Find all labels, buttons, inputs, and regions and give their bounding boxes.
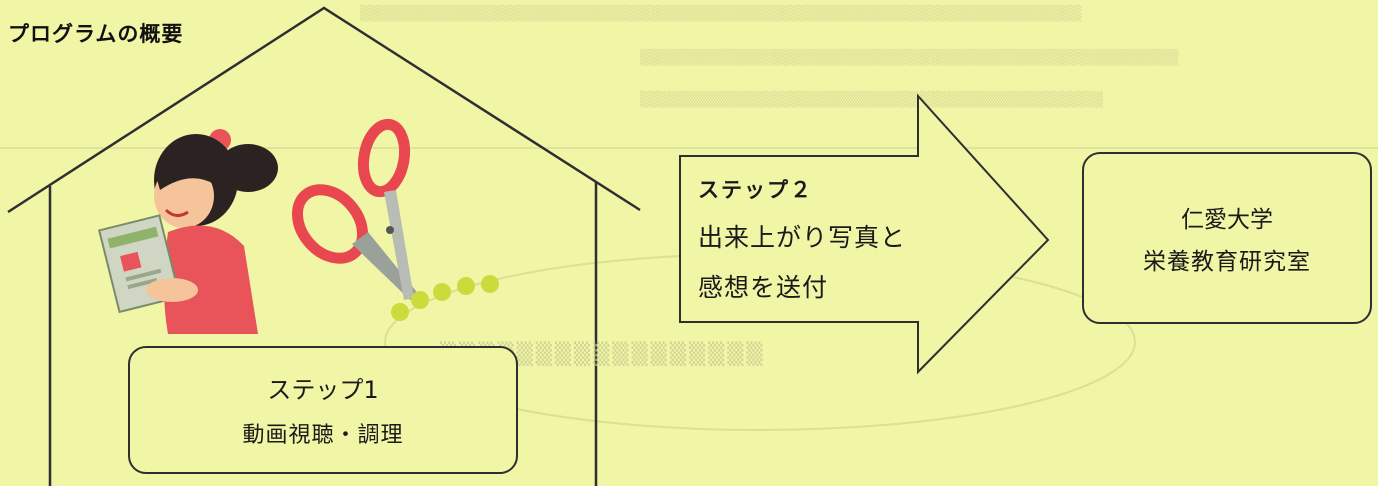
step1-box: ステップ1 動画視聴・調理 [128, 346, 518, 474]
step2-line2: 感想を送付 [698, 273, 829, 302]
step2-line1: 出来上がり写真と [698, 223, 907, 252]
destination-line2: 栄養教育研究室 [1143, 249, 1311, 275]
faint-background-text: ▒▒▒▒▒▒▒▒▒▒▒▒▒▒▒▒▒▒▒▒▒▒▒▒▒▒▒▒▒▒▒▒▒▒▒▒▒▒▒▒… [640, 50, 1179, 66]
step2-label: ステップ２ 出来上がり写真と 感想を送付 [698, 174, 906, 304]
scissors-icon [291, 118, 499, 321]
house-outline-icon [7, 6, 641, 486]
page-title: プログラムの概要 [8, 22, 184, 46]
destination-box: 仁愛大学 栄養教育研究室 [1082, 152, 1372, 324]
faint-background-text: ▒▒▒▒▒▒▒▒▒▒▒▒▒▒▒▒▒▒▒▒▒▒▒▒▒▒▒▒▒▒▒▒▒▒▒▒▒▒▒▒… [360, 6, 1082, 22]
destination-line1: 仁愛大学 [1181, 207, 1273, 233]
step2-heading: ステップ２ [698, 178, 813, 202]
step1-heading: ステップ1 [267, 376, 379, 404]
right-arrow-icon [679, 93, 1050, 375]
step1-text: 動画視聴・調理 [242, 423, 404, 448]
faint-background-text: ▒▒▒▒▒▒▒▒▒▒▒▒▒▒▒▒▒▒▒▒▒▒▒▒▒▒▒▒▒▒▒▒▒▒▒▒▒▒▒▒… [640, 92, 1103, 108]
girl-reading-recipe-icon [98, 129, 278, 334]
